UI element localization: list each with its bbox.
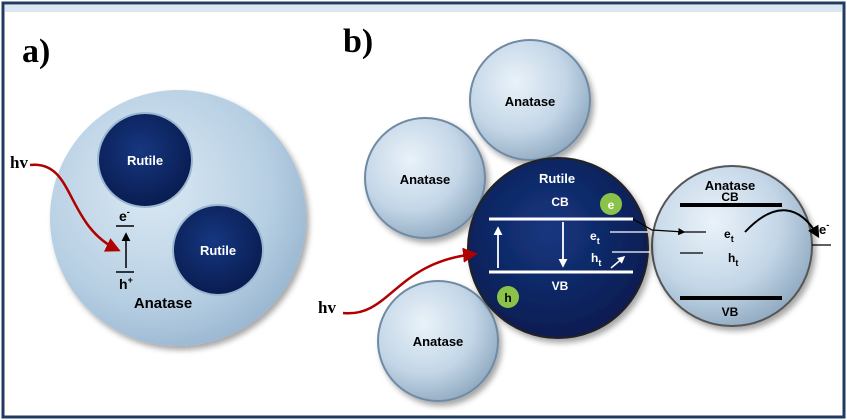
panel-b-electron-escape-arrow	[744, 209, 820, 239]
panel-b-anatase-bottom	[377, 280, 499, 402]
panel-a-rutile-label-2: Rutile	[200, 243, 236, 258]
panel-b-label: b)	[343, 23, 373, 60]
frame-top-band	[5, 5, 842, 12]
panel-b-rutile-vb-label: VB	[552, 279, 569, 293]
panel-b-electron-badge-label: e	[608, 198, 615, 212]
panel-a-label: a)	[22, 33, 50, 70]
panel-b-hole-badge	[497, 286, 519, 308]
panel-b-electron-badge	[600, 193, 622, 215]
panel-b-anatase-right-cb-label: CB	[721, 190, 739, 204]
panel-b-electron-transfer-arrow	[632, 218, 686, 236]
panel-a-light-label: hv	[10, 153, 28, 172]
panel-b-anatase-right-ht-label: ht	[728, 251, 738, 268]
panel-b-electron-out-label: e-	[819, 220, 829, 237]
panel-b-anatase-left	[364, 117, 486, 239]
panel-a-anatase-label: Anatase	[134, 295, 192, 312]
panel-a-rutile-label-1: Rutile	[127, 153, 163, 168]
panel-a-light-arrow	[29, 163, 121, 252]
panel-a-electron-label: e-	[119, 207, 130, 224]
panel-b-anatase-left-label: Anatase	[400, 172, 451, 187]
panel-a-rutile-particle-2	[172, 204, 264, 296]
panel-b-rutile-ht-label: ht	[591, 251, 601, 268]
panel-b-rutile-cb-label: CB	[551, 195, 569, 209]
panel-b-light-label: hv	[318, 298, 336, 317]
panel-b-anatase-right-vb-label: VB	[722, 305, 739, 319]
panel-b-anatase-top-label: Anatase	[505, 94, 556, 109]
panel-b-rutile-hole-trap-arrow	[610, 256, 626, 269]
panel-b-anatase-right-et-label: et	[724, 227, 734, 244]
panel-b-anatase-bottom-label: Anatase	[413, 334, 464, 349]
panel-b-rutile-et-label: et	[590, 229, 600, 246]
panel-b-anatase-top	[469, 39, 591, 161]
panel-b-rutile-label: Rutile	[539, 171, 575, 186]
panel-b-light-arrow	[342, 247, 478, 315]
panel-b-hole-badge-label: h	[504, 291, 511, 305]
panel-a-hole-label: h+	[119, 275, 133, 292]
panel-a-rutile-particle-1	[97, 112, 193, 208]
panel-b-anatase-right-label: Anatase	[705, 178, 756, 193]
